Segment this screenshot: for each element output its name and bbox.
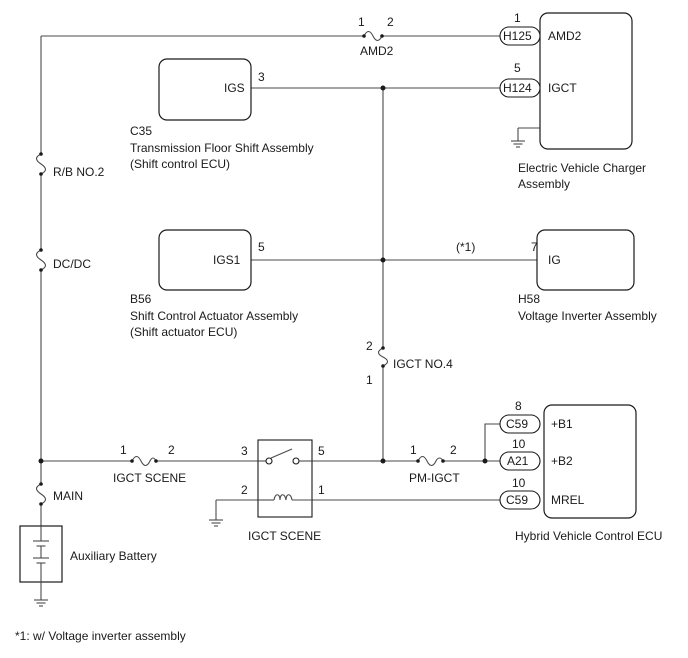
hv-connector-a21-label: A21 xyxy=(507,454,529,468)
relay-coil-icon xyxy=(258,494,312,501)
charger-connector-h125-label: H125 xyxy=(503,29,532,43)
h58-note-marker: (*1) xyxy=(456,240,475,254)
fuse-igct-no4-pin-bottom: 1 xyxy=(366,373,373,387)
relay-pin3: 3 xyxy=(241,444,248,458)
fuse-pm-igct-pin-left: 1 xyxy=(410,443,417,457)
footnote: *1: w/ Voltage inverter assembly xyxy=(15,629,186,643)
component-ev-charger: H125 1 AMD2 H124 5 IGCT Electric Vehicle… xyxy=(499,11,646,191)
charger-connector-h124-label: H124 xyxy=(503,81,532,95)
fuse-main-label: MAIN xyxy=(53,489,83,503)
component-battery: Auxiliary Battery xyxy=(19,525,157,583)
battery-label: Auxiliary Battery xyxy=(70,549,157,563)
hv-pin10-mrel-number: 10 xyxy=(512,476,526,490)
fuse-igct-scene-pin-right: 2 xyxy=(168,443,175,457)
charger-name-line2: Assembly xyxy=(518,177,570,191)
fuse-dcdc: DC/DC xyxy=(35,248,91,272)
h58-pin-number: 7 xyxy=(531,240,538,254)
fuse-igct-no4-label: IGCT NO.4 xyxy=(393,357,453,371)
relay-label: IGCT SCENE xyxy=(248,529,321,543)
fuse-igct-scene: 1 2 IGCT SCENE xyxy=(113,443,186,485)
fuse-pm-igct-label: PM-IGCT xyxy=(409,471,460,485)
b56-pin-number: 5 xyxy=(258,240,265,254)
fuse-igct-no4: 2 1 IGCT NO.4 xyxy=(366,339,453,387)
relay-ground-icon xyxy=(209,519,223,527)
charger-ground-icon xyxy=(511,140,525,148)
hv-pin10-b2-number: 10 xyxy=(512,437,526,451)
b56-name-line2: (Shift actuator ECU) xyxy=(130,325,237,339)
fuse-igct-scene-label: IGCT SCENE xyxy=(113,471,186,485)
c35-name-line2: (Shift control ECU) xyxy=(130,157,230,171)
hv-connector-c59-mrel-label: C59 xyxy=(506,493,528,507)
h58-code: H58 xyxy=(518,292,540,306)
hv-pin8-signal: +B1 xyxy=(551,417,573,431)
h58-name-line1: Voltage Inverter Assembly xyxy=(518,309,657,323)
c35-code: C35 xyxy=(130,124,152,138)
component-hv-ecu: C59 8 +B1 A21 10 +B2 C59 10 MREL Hybrid … xyxy=(499,399,662,543)
fuse-dcdc-label: DC/DC xyxy=(53,257,91,271)
charger-pin5-number: 5 xyxy=(514,61,521,75)
b56-pin-signal: IGS1 xyxy=(213,253,241,267)
hv-pin8-number: 8 xyxy=(515,399,522,413)
charger-pin1-number: 1 xyxy=(514,11,521,25)
wires xyxy=(40,35,540,530)
hv-ecu-name: Hybrid Vehicle Control ECU xyxy=(515,529,662,543)
hv-connector-a21 xyxy=(499,451,541,471)
relay-pin5: 5 xyxy=(318,444,325,458)
charger-pin1-signal: AMD2 xyxy=(548,29,582,43)
component-relay: 3 5 2 1 IGCT SCENE xyxy=(241,439,325,543)
fuse-amd2-label: AMD2 xyxy=(360,44,394,58)
fuse-main: MAIN xyxy=(35,482,83,506)
relay-pin2: 2 xyxy=(241,483,248,497)
relay-switch-icon xyxy=(258,448,312,465)
hv-pin10-mrel-signal: MREL xyxy=(551,493,585,507)
fuse-amd2-pin-left: 1 xyxy=(358,15,365,29)
c35-name-line1: Transmission Floor Shift Assembly xyxy=(130,141,314,155)
junction-dots xyxy=(38,85,488,464)
hv-connector-c59-b1 xyxy=(499,414,541,434)
relay-pin1: 1 xyxy=(318,483,325,497)
b56-name-line1: Shift Control Actuator Assembly xyxy=(130,309,298,323)
fuse-pm-igct: 1 2 PM-IGCT xyxy=(409,443,460,485)
c35-pin-number: 3 xyxy=(258,70,265,84)
fuse-igct-no4-pin-top: 2 xyxy=(366,339,373,353)
fuse-igct-scene-pin-left: 1 xyxy=(120,443,127,457)
hv-connector-c59-b1-label: C59 xyxy=(506,417,528,431)
h58-pin-signal: IG xyxy=(548,253,561,267)
fuse-rb-no2: R/B NO.2 xyxy=(35,152,105,179)
component-b56: IGS1 5 B56 Shift Control Actuator Assemb… xyxy=(130,229,298,339)
hv-connector-c59-mrel xyxy=(499,490,541,510)
charger-connector-h125 xyxy=(499,26,541,46)
c35-pin-signal: IGS xyxy=(224,81,245,95)
charger-name-line1: Electric Vehicle Charger xyxy=(518,161,646,175)
component-h58: IG 7 (*1) H58 Voltage Inverter Assembly xyxy=(456,229,657,323)
charger-pin5-signal: IGCT xyxy=(548,81,577,95)
fuse-amd2-pin-right: 2 xyxy=(387,15,394,29)
b56-code: B56 xyxy=(130,292,152,306)
fuse-pm-igct-pin-right: 2 xyxy=(450,443,457,457)
charger-connector-h124 xyxy=(499,78,541,98)
hv-pin10-b2-signal: +B2 xyxy=(551,454,573,468)
fuse-rb-no2-label: R/B NO.2 xyxy=(53,165,105,179)
component-c35: IGS 3 C35 Transmission Floor Shift Assem… xyxy=(130,58,314,171)
battery-icon xyxy=(33,526,49,582)
fuse-amd2: 1 2 AMD2 xyxy=(358,15,394,58)
battery-ground-icon xyxy=(34,582,48,607)
